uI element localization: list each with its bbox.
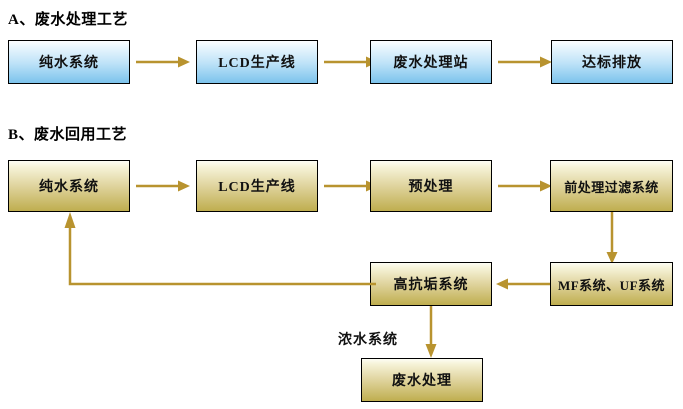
node-a-compliant-discharge[interactable]: 达标排放 — [551, 40, 673, 84]
node-b-pretreatment[interactable]: 预处理 — [370, 160, 492, 212]
node-b-lcd-production-line[interactable]: LCD生产线 — [196, 160, 318, 212]
arrow-b4-to-b5-icon — [602, 212, 622, 264]
section-b-title: B、废水回用工艺 — [8, 127, 128, 143]
arrow-b6-to-b1-feedback-icon — [60, 212, 376, 286]
arrow-b1-to-b2-icon — [136, 176, 190, 196]
edge-label-concentrate-water: 浓水系统 — [338, 333, 398, 348]
arrow-b3-to-b4-icon — [498, 176, 552, 196]
arrow-b5-to-b6-icon — [496, 274, 550, 294]
section-a-title: A、废水处理工艺 — [8, 12, 128, 28]
node-b-pure-water-system[interactable]: 纯水系统 — [8, 160, 130, 212]
node-b-wastewater-treatment[interactable]: 废水处理 — [361, 358, 483, 402]
arrow-b6-to-b7-icon — [421, 306, 441, 358]
arrow-a1-to-a2-icon — [136, 52, 190, 72]
node-b-anti-scaling-system[interactable]: 高抗垢系统 — [370, 262, 492, 306]
arrow-a3-to-a4-icon — [498, 52, 552, 72]
node-b-mf-uf-system[interactable]: MF系统、UF系统 — [550, 262, 673, 306]
node-a-lcd-production-line[interactable]: LCD生产线 — [196, 40, 318, 84]
node-a-wastewater-treatment-station[interactable]: 废水处理站 — [370, 40, 492, 84]
node-a-pure-water-system[interactable]: 纯水系统 — [8, 40, 130, 84]
node-b-pre-filtration-system[interactable]: 前处理过滤系统 — [550, 160, 673, 212]
